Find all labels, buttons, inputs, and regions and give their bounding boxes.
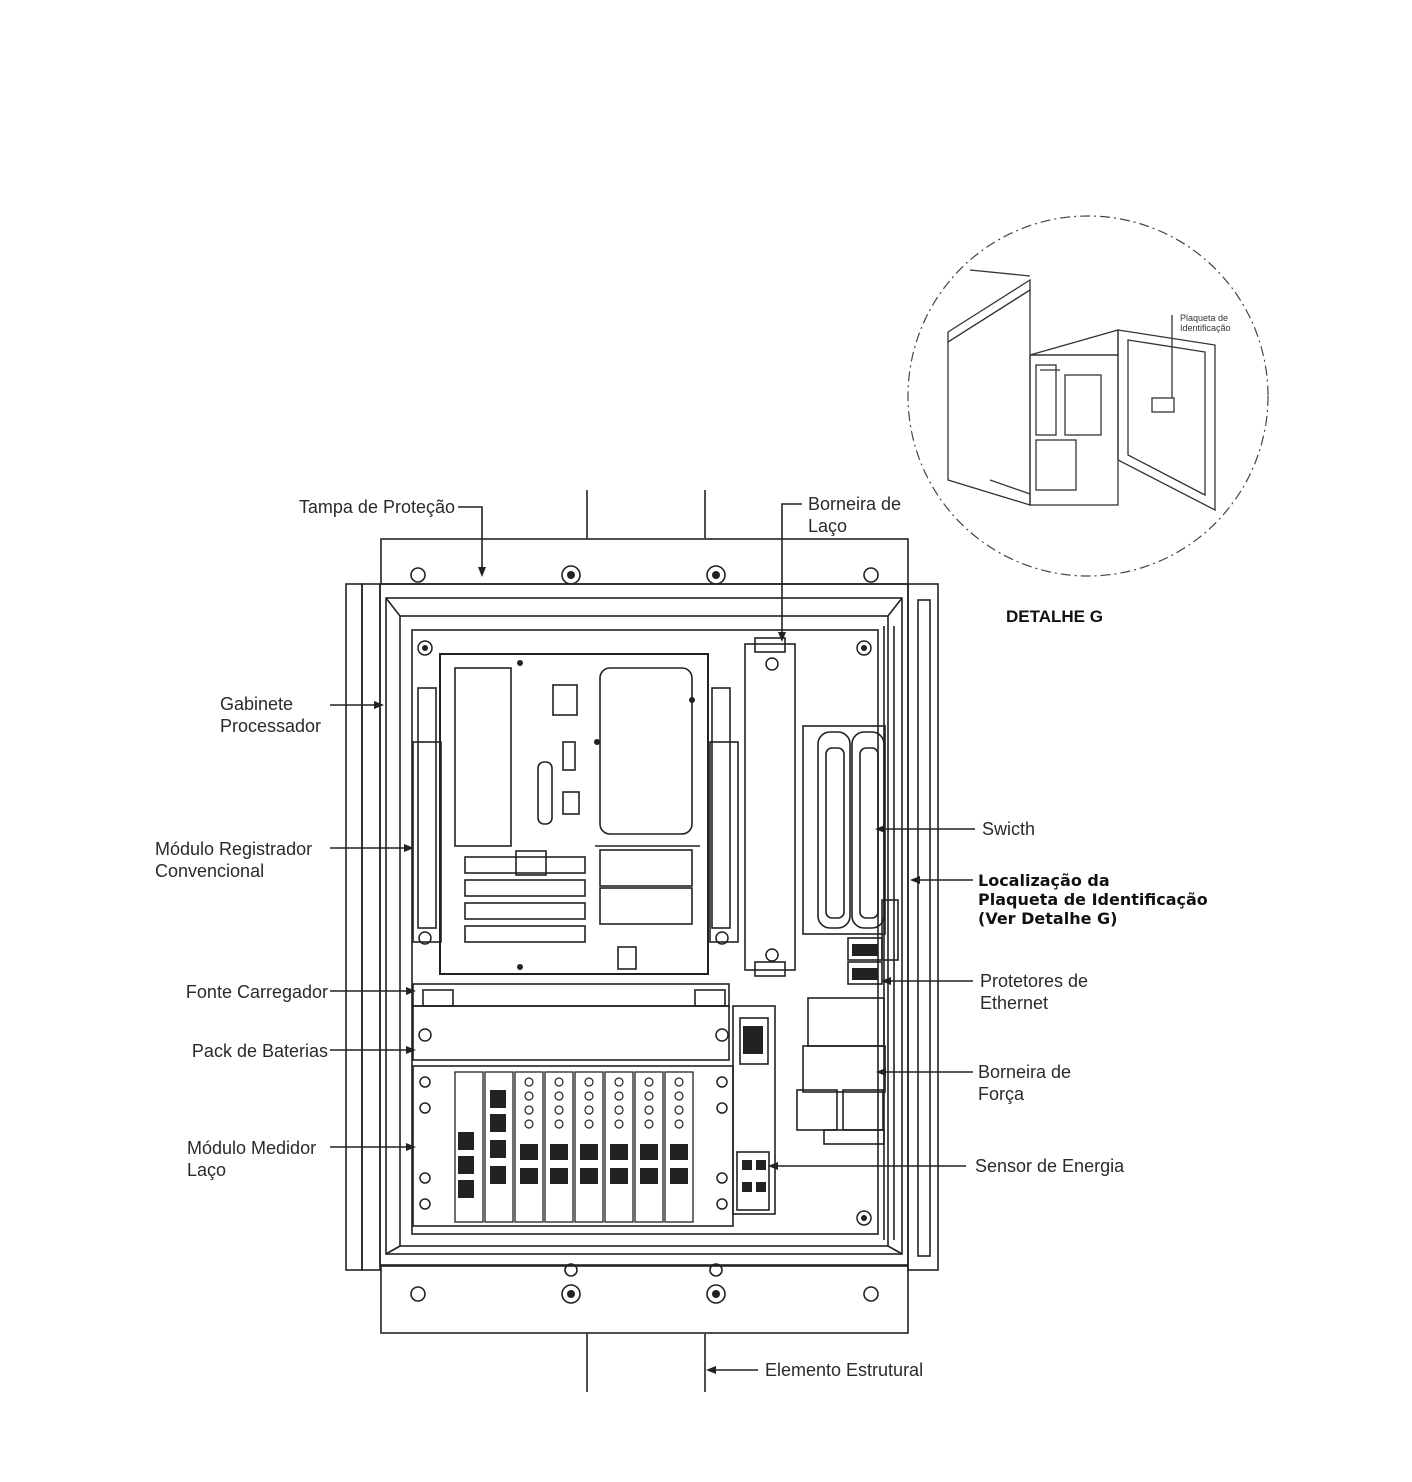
label-processador: Processador bbox=[220, 716, 322, 736]
label-fonte-carregador: Fonte Carregador bbox=[185, 982, 328, 1002]
label-pack-de-baterias: Pack de Baterias bbox=[191, 1041, 328, 1061]
label-elemento-estrutural: Elemento Estrutural bbox=[765, 1360, 924, 1380]
label-identificacao: Identificação bbox=[1180, 323, 1231, 333]
label-sensor-de-energia: Sensor de Energia bbox=[975, 1156, 1125, 1176]
label-convencional: Convencional bbox=[155, 861, 265, 881]
label-plaqueta-de: Plaqueta de bbox=[1180, 313, 1229, 323]
label-gabinete: Gabinete bbox=[220, 694, 294, 714]
label-borneira-de-laco: Borneira de bbox=[808, 494, 902, 514]
label-modulo-registrador: Módulo Registrador bbox=[155, 839, 313, 859]
label-tampa-de-protecao: Tampa de Proteção bbox=[298, 497, 455, 517]
label-localizacao-1: Localização da bbox=[978, 871, 1110, 890]
label-localizacao-2: Plaqueta de Identificação bbox=[978, 890, 1208, 909]
label-laco: Laço bbox=[187, 1160, 227, 1180]
label-borneira-laco-line2: Laço bbox=[808, 516, 848, 536]
label-modulo-medidor: Módulo Medidor bbox=[187, 1138, 317, 1158]
label-detalhe-g: DETALHE G bbox=[1006, 607, 1103, 626]
label-ethernet: Ethernet bbox=[980, 993, 1049, 1013]
label-localizacao-3: (Ver Detalhe G) bbox=[978, 909, 1118, 928]
label-protetores-de: Protetores de bbox=[980, 971, 1089, 991]
label-borneira-de-forca: Borneira de bbox=[978, 1062, 1072, 1082]
label-forca: Força bbox=[978, 1084, 1025, 1104]
label-switch: Swicth bbox=[982, 819, 1036, 839]
